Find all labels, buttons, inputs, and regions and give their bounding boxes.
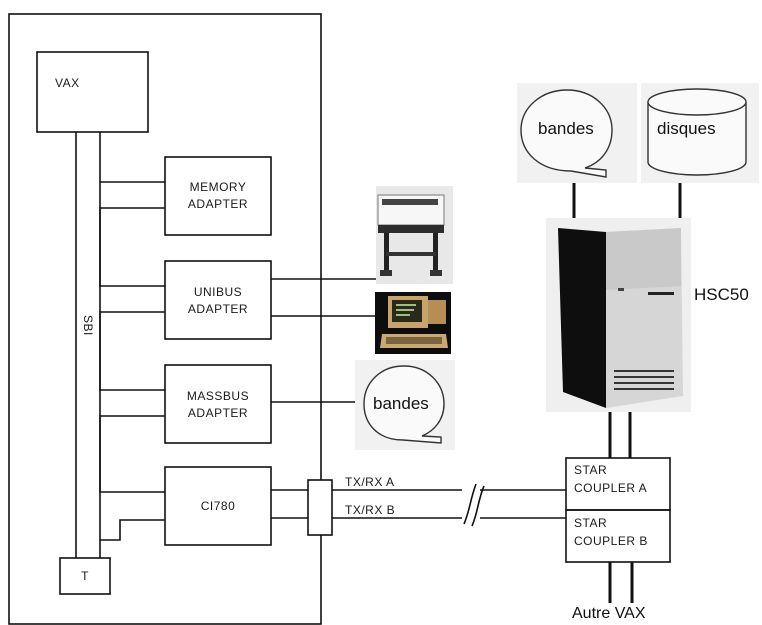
massbus-adapter-label-line2: ADAPTER [187,406,249,420]
vax-label: VAX [55,76,80,90]
unibus-adapter-label-line1: UNIBUS [193,285,243,299]
bandes-massbus-tape-icon [363,365,445,444]
bandes-top-label: bandes [538,119,594,138]
cable-break-mark-1 [463,483,477,525]
ci780-label: CI780 [200,499,236,513]
printer-photo [376,186,453,284]
unibus-adapter-label-line2: ADAPTER [187,302,249,316]
disques-cylinder-icon [647,88,747,176]
sbi-branch-ci780-b [100,519,165,541]
hsc50-label: HSC50 [694,285,749,304]
memory-adapter-box [164,156,272,236]
massbus-adapter-box [164,364,272,444]
bandes-top-tape-icon [520,89,613,178]
terminator-box [59,557,111,595]
cable-break-mark-2 [471,485,485,527]
sbi-branch-ci780 [99,415,165,493]
autre-vax-label: Autre VAX [572,605,646,622]
vax-cabinet-outline [8,13,322,625]
memory-adapter-label-line1: MEMORY [189,180,247,194]
sbi-branch-unibus [99,207,165,287]
star-coupler-a-line2: COUPLER A [574,481,648,495]
massbus-adapter-label-line1: MASSBUS [186,389,250,403]
terminal-photo [375,292,451,354]
star-coupler-a-line1: STAR [574,463,608,477]
sbi-label: SBI [81,315,95,336]
star-coupler-b-line2: COUPLER B [574,534,648,548]
tx-rx-b-label: TX/RX B [345,503,396,517]
tx-rx-a-label: TX/RX A [345,475,395,489]
unibus-adapter-box [164,260,272,340]
disques-label: disques [657,119,716,138]
memory-adapter-label-line2: ADAPTER [187,197,249,211]
sbi-branch-massbus [99,311,165,391]
ci-connector [307,479,333,536]
terminator-label: T [81,569,89,583]
star-coupler-b-box [565,509,671,563]
ci780-box [164,466,272,546]
bandes-massbus-label: bandes [373,394,429,413]
hsc50-photo [546,218,691,412]
star-coupler-b-line1: STAR [574,516,608,530]
vax-box [36,51,149,133]
